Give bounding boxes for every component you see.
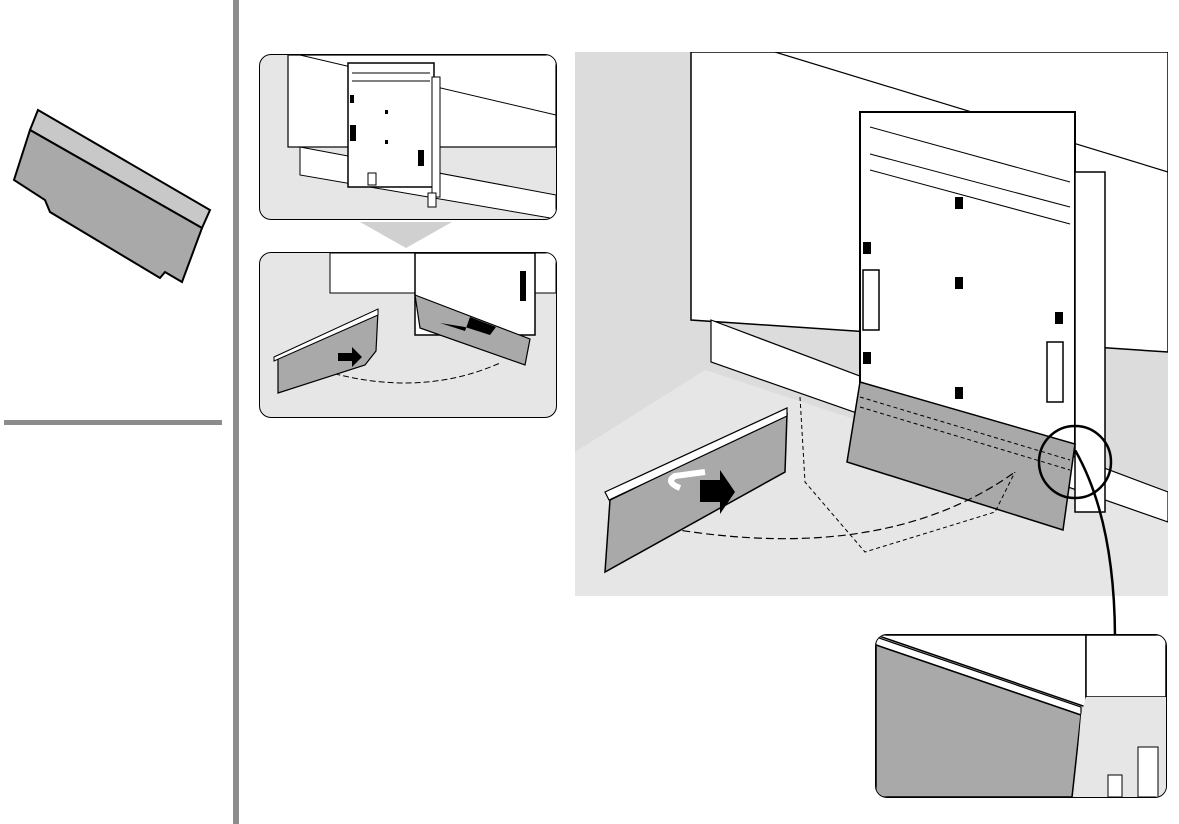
fit-panel-icon bbox=[273, 253, 556, 394]
toe-kick-panel-icon bbox=[12, 108, 212, 284]
detail-frame bbox=[875, 634, 1167, 798]
main-assembly-scene bbox=[575, 52, 1168, 596]
part-illustration bbox=[0, 0, 232, 824]
magnifier-connector bbox=[1073, 450, 1117, 640]
left-separator-line bbox=[4, 420, 222, 425]
down-arrow-icon bbox=[360, 222, 452, 248]
main-assembly-illustration bbox=[575, 52, 1168, 596]
column-divider bbox=[233, 0, 239, 824]
dishwasher-front-icon bbox=[287, 55, 556, 219]
step-2-frame bbox=[259, 252, 557, 418]
step-1-frame bbox=[259, 54, 557, 220]
corner-detail-magnifier bbox=[876, 635, 1166, 797]
